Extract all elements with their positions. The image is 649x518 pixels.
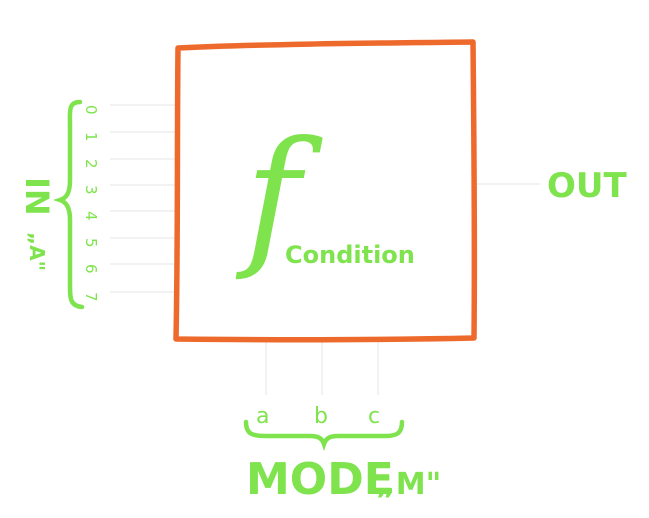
input-pin-1: 1 <box>82 132 100 142</box>
input-name: „A" <box>25 232 49 271</box>
input-wires <box>110 104 178 293</box>
input-pin-4: 4 <box>82 211 100 221</box>
mode-label: MODE <box>246 454 394 505</box>
output-label: OUT <box>547 166 628 206</box>
input-brace <box>52 99 85 310</box>
mode-wires <box>265 340 379 395</box>
mode-name: „M" <box>376 467 441 502</box>
function-box <box>173 39 478 343</box>
input-pins: 0 1 2 3 4 5 6 7 <box>82 105 100 302</box>
input-pin-2: 2 <box>82 159 100 169</box>
mode-pin-b: b <box>314 404 328 429</box>
input-label: IN <box>18 177 56 216</box>
input-pin-6: 6 <box>82 264 100 274</box>
mode-pin-c: c <box>368 404 380 429</box>
mode-pin-a: a <box>256 404 269 429</box>
mode-pins: a b c <box>256 404 380 429</box>
function-subscript: Condition <box>285 241 415 269</box>
input-pin-5: 5 <box>82 238 100 248</box>
input-pin-0: 0 <box>82 105 100 115</box>
input-pin-7: 7 <box>82 292 100 302</box>
input-pin-3: 3 <box>82 185 100 195</box>
mode-brace <box>243 419 405 452</box>
